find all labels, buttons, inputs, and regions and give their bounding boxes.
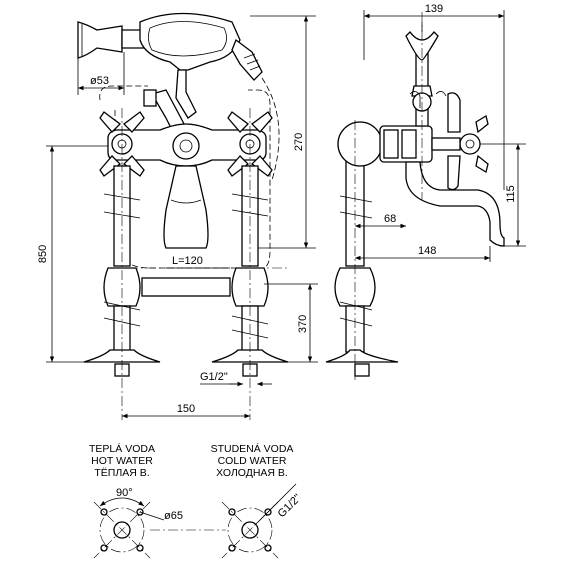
- center-boss: [172, 132, 200, 160]
- dim-line-65: [139, 511, 165, 521]
- side-handle: [431, 92, 489, 191]
- side-inlet: [354, 363, 370, 377]
- hose-hidden: [261, 77, 280, 181]
- side-body-ball: [337, 121, 383, 167]
- side-hidden-handle: [409, 91, 447, 108]
- hot-label-1: TEPLÁ VODA: [89, 442, 155, 455]
- hot-label-3: ТЁПЛАЯ В.: [94, 467, 149, 479]
- dim-depth: 139: [425, 3, 443, 15]
- dim-spout-reach: 148: [418, 245, 436, 257]
- dim-thread-detail: G1/2": [276, 492, 304, 520]
- side-base: [325, 349, 399, 363]
- side-view: 139 115 68 148: [325, 3, 526, 380]
- diverter-nut: [143, 89, 157, 107]
- hose-ring-1: [243, 53, 256, 59]
- dim-spout-length: L=120: [172, 255, 203, 267]
- cold-handle: [227, 111, 273, 177]
- hot-flange-circle: [99, 507, 145, 553]
- inlet-detail: TEPLÁ VODA HOT WATER ТЁПЛАЯ В. STUDENÁ V…: [89, 442, 304, 559]
- dim-spout-offset: 68: [384, 213, 396, 225]
- side-nut: [383, 129, 399, 159]
- side-cradle: [405, 31, 439, 61]
- cold-label-3: ХОЛОДНАЯ В.: [216, 467, 288, 479]
- dim-overall-height: 270: [293, 133, 305, 151]
- cold-label-2: COLD WATER: [218, 455, 287, 467]
- cold-label-1: STUDENÁ VODA: [211, 442, 294, 455]
- crossbar: [141, 277, 231, 297]
- side-hose-coils: [339, 195, 373, 327]
- dim-pillar-height: 370: [297, 315, 309, 333]
- cold-flange-circle: [227, 507, 273, 553]
- front-view: ø53 270 850 L=120 370 G1/2" 150: [37, 12, 318, 420]
- spout-front-band: [170, 199, 202, 204]
- side-nut-2: [401, 129, 417, 159]
- cradle-stem: [175, 69, 197, 119]
- hose-ring-3: [249, 65, 261, 71]
- dim-total-height: 850: [37, 245, 49, 263]
- left-bulb: [103, 267, 141, 307]
- right-bulb: [231, 267, 269, 307]
- spout-front: [163, 165, 209, 249]
- dim-flange-dia: ø65: [164, 510, 183, 522]
- dim-spout-height: 115: [505, 185, 517, 203]
- hot-label-2: HOT WATER: [91, 455, 153, 467]
- hose-ring-2: [246, 59, 259, 65]
- dim-line-thread-detail: [255, 483, 297, 525]
- shower-head: [77, 21, 123, 59]
- dim-pipe-thread: G1/2": [200, 371, 228, 383]
- dim-inlet-spacing: 150: [177, 403, 195, 415]
- angle-arc: [99, 497, 145, 507]
- center-boss-inner: [179, 139, 193, 153]
- dim-angle: 90°: [116, 487, 133, 499]
- dim-shower-head-dia: ø53: [90, 75, 109, 87]
- hose-connector: [231, 38, 263, 81]
- cradle-ring: [139, 12, 241, 71]
- cradle-inner: [148, 21, 227, 57]
